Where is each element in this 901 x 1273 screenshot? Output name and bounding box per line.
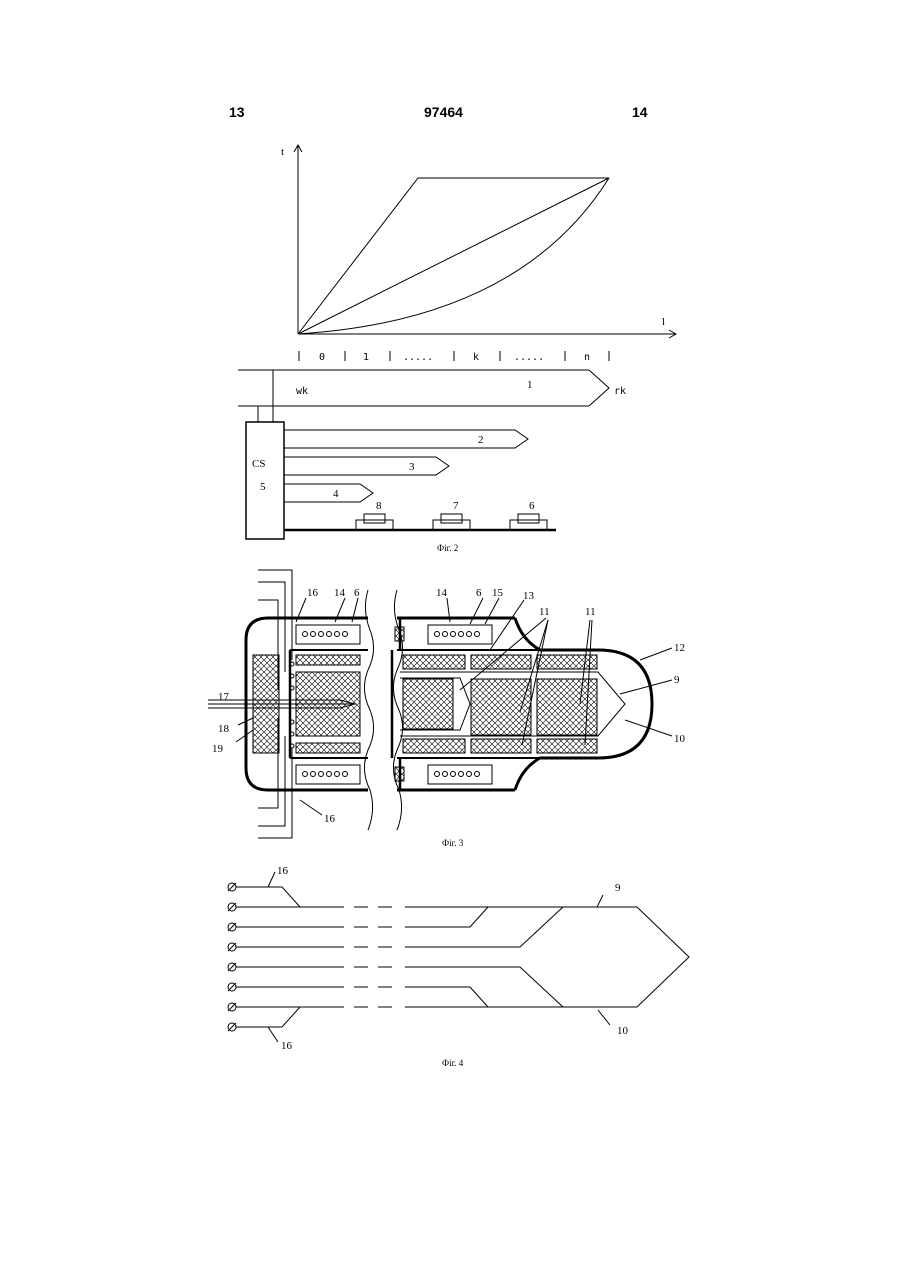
fig2-wk-label: wk <box>296 386 308 397</box>
fig2-label-2: 2 <box>478 434 484 446</box>
fig2-axis-t-label: t <box>281 146 284 158</box>
fig2-scale-ticks <box>299 351 609 361</box>
fig3-label-16-bottom: 16 <box>324 813 336 825</box>
fig2-axis-l-label: l <box>662 316 665 328</box>
fig3-label-16-top: 16 <box>307 587 319 599</box>
fig2-scale-dots-1: ..... <box>403 352 433 363</box>
fig2-curve-linear <box>298 178 609 334</box>
fig3-label-6-right: 6 <box>476 587 482 599</box>
fig2-label-3: 3 <box>409 461 415 473</box>
fig2-caption: Фіг. 2 <box>437 543 458 553</box>
fig2-arrow-1-head <box>589 370 609 406</box>
fig4-diagram <box>228 872 689 1042</box>
fig4-label-10: 10 <box>617 1025 629 1037</box>
fig3-label-10: 10 <box>674 733 686 745</box>
fig3-label-14-left: 14 <box>334 587 346 599</box>
fig3-label-14-right: 14 <box>436 587 448 599</box>
fig2-arrow-2 <box>284 430 528 448</box>
fig3-diagram <box>208 570 672 838</box>
fig3-label-6-left: 6 <box>354 587 360 599</box>
fig2-component-7 <box>433 514 470 530</box>
fig2-arrow-4 <box>284 484 373 502</box>
fig2-label-1: 1 <box>527 379 533 391</box>
fig2-arrow-3 <box>284 457 449 475</box>
fig4-terminals <box>228 883 236 1031</box>
fig2-scale-k: k <box>473 352 479 363</box>
fig3-label-12: 12 <box>674 642 685 654</box>
fig3-label-17: 17 <box>218 691 230 703</box>
fig3-label-18: 18 <box>218 723 230 735</box>
fig2-scale-dots-2: ..... <box>514 352 544 363</box>
fig3-label-19: 19 <box>212 743 224 755</box>
fig2-rk-label: rk <box>614 386 626 397</box>
fig2-scale-n: n <box>584 352 590 363</box>
fig4-texts: 16 9 10 16 <box>277 865 629 1052</box>
fig2-cs-label: CS <box>252 458 265 470</box>
fig2-label-6: 6 <box>529 500 535 512</box>
fig2-diagram <box>238 145 676 539</box>
fig2-scale-1: 1 <box>363 352 369 363</box>
fig2-component-6 <box>510 514 547 530</box>
fig2-label-4: 4 <box>333 488 339 500</box>
fig3-label-13: 13 <box>523 590 535 602</box>
fig4-caption: Фіг. 4 <box>442 1058 463 1068</box>
fig3-label-11-b: 11 <box>585 606 596 618</box>
fig2-scale-0: 0 <box>319 352 325 363</box>
fig4-label-16-top: 16 <box>277 865 289 877</box>
fig2-label-7: 7 <box>453 500 459 512</box>
fig3-label-11-a: 11 <box>539 606 550 618</box>
fig3-label-9: 9 <box>674 674 680 686</box>
fig2-label-8: 8 <box>376 500 382 512</box>
fig4-label-16-bottom: 16 <box>281 1040 293 1052</box>
fig2-component-8 <box>356 514 393 530</box>
fig3-label-15: 15 <box>492 587 504 599</box>
fig4-label-9: 9 <box>615 882 621 894</box>
fig3-caption: Фіг. 3 <box>442 838 463 848</box>
fig2-cs-number: 5 <box>260 481 266 493</box>
